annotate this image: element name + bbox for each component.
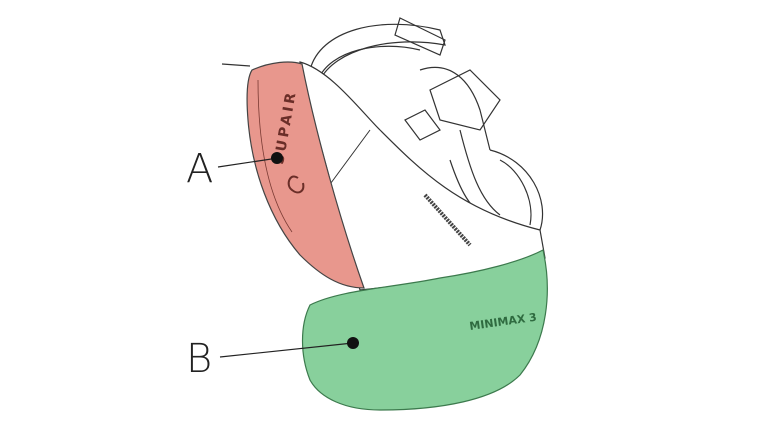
part-a-side-pocket: [246, 61, 365, 289]
callout-label-b: B: [186, 336, 212, 382]
callout-label-a: A: [186, 146, 213, 192]
part-b-lower-container: [301, 249, 548, 411]
zipper: [423, 193, 472, 247]
callout-dot-a: [271, 152, 283, 164]
callout-dot-b: [347, 337, 359, 349]
brand-logo-icon: [287, 175, 305, 194]
callout-line-b: [219, 342, 354, 358]
callout-line-a: [217, 157, 279, 168]
